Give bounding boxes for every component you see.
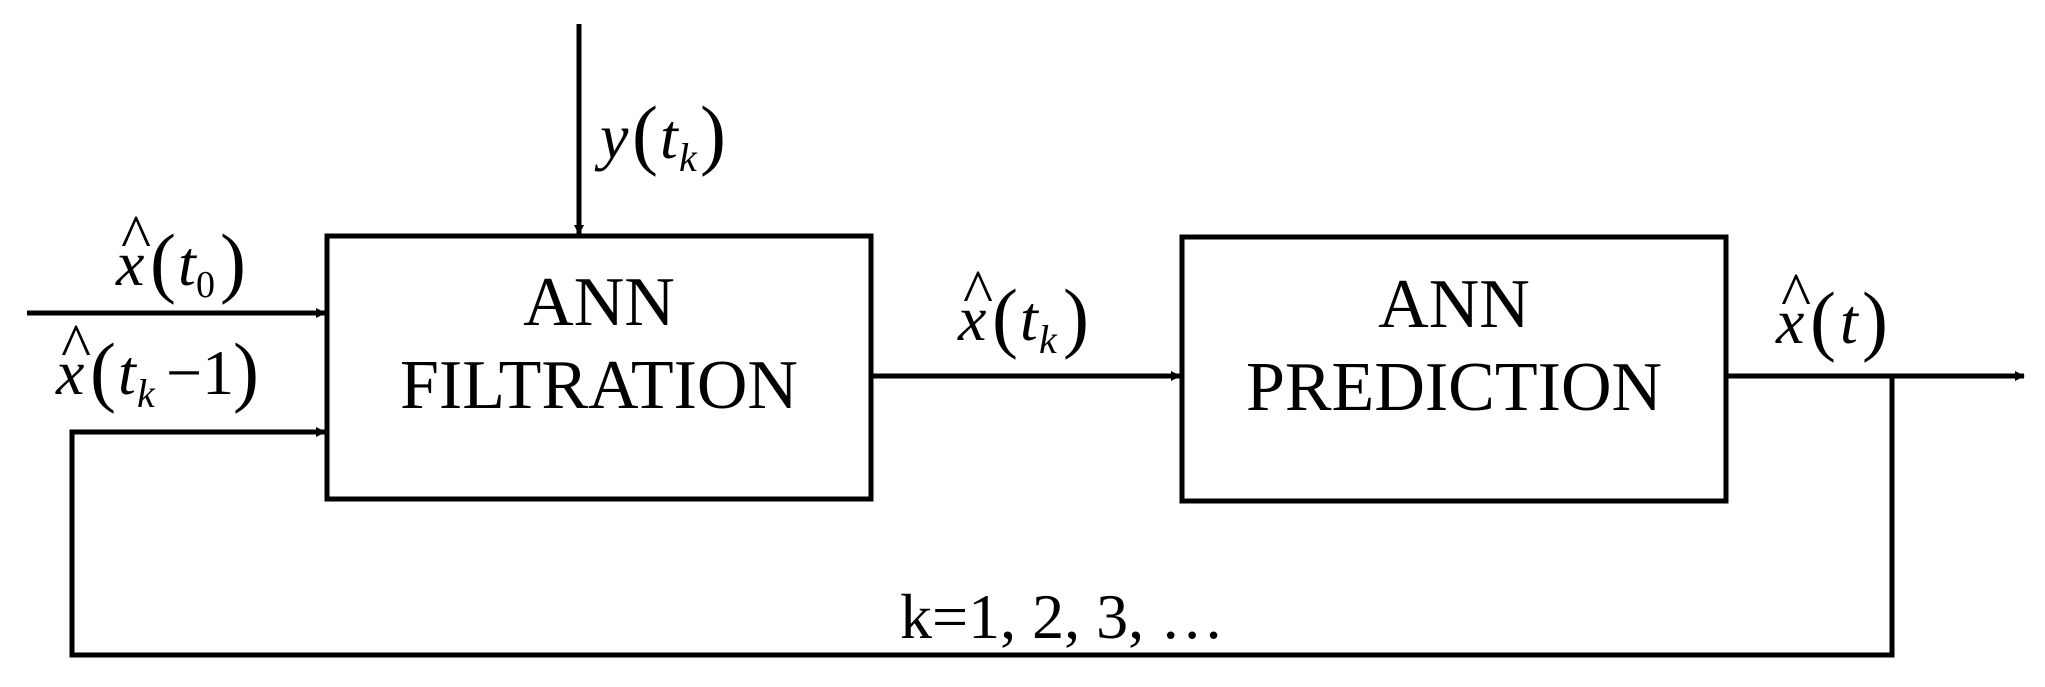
filtered-estimate-base: x bbox=[957, 283, 986, 354]
initial-estimate-label: x ^ ( t 0 ) bbox=[115, 201, 246, 306]
measurement-open-paren: ( bbox=[632, 90, 658, 177]
measurement-base: y bbox=[594, 101, 629, 172]
previous-estimate-base: x bbox=[55, 337, 84, 408]
previous-estimate-t: t bbox=[118, 337, 138, 408]
filtered-estimate-hat: ^ bbox=[963, 256, 993, 327]
initial-estimate-close-paren: ) bbox=[220, 218, 246, 305]
output-hat: ^ bbox=[1781, 259, 1811, 330]
previous-estimate-close-paren: ) bbox=[233, 327, 259, 414]
initial-estimate-open-paren: ( bbox=[150, 218, 176, 305]
ann-filtration-line2: FILTRATION bbox=[400, 347, 798, 424]
measurement-label: y ( t k ) bbox=[594, 90, 726, 180]
previous-estimate-sub: k bbox=[137, 371, 156, 416]
output-open-paren: ( bbox=[1810, 276, 1836, 363]
initial-estimate-t: t bbox=[178, 228, 198, 299]
filtered-estimate-close-paren: ) bbox=[1063, 273, 1089, 360]
previous-estimate-hat: ^ bbox=[61, 310, 91, 381]
ann-filtration-line1: ANN bbox=[523, 264, 675, 341]
initial-estimate-base: x bbox=[115, 228, 144, 299]
filtered-estimate-open-paren: ( bbox=[992, 273, 1018, 360]
output-label: x ^ ( t ) bbox=[1775, 259, 1888, 363]
output-base: x bbox=[1775, 286, 1804, 357]
filtered-estimate-t: t bbox=[1020, 283, 1040, 354]
ann-prediction-block: ANN PREDICTION bbox=[1179, 234, 1729, 504]
measurement-close-paren: ) bbox=[700, 90, 726, 177]
previous-estimate-open-paren: ( bbox=[90, 327, 116, 414]
previous-estimate-offset: −1 bbox=[166, 337, 234, 408]
filtered-estimate-label: x ^ ( t k ) bbox=[957, 256, 1089, 362]
measurement-sub: k bbox=[679, 135, 698, 180]
ann-prediction-line1: ANN bbox=[1378, 266, 1530, 343]
output-close-paren: ) bbox=[1862, 276, 1888, 363]
initial-estimate-sub: 0 bbox=[196, 264, 215, 306]
output-var: t bbox=[1840, 286, 1860, 357]
ann-prediction-line2: PREDICTION bbox=[1246, 349, 1662, 426]
measurement-t: t bbox=[660, 101, 680, 172]
initial-estimate-hat: ^ bbox=[121, 201, 151, 272]
filtered-estimate-sub: k bbox=[1039, 317, 1058, 362]
previous-estimate-label: x ^ ( t k −1 ) bbox=[55, 310, 259, 416]
feedback-loop-line bbox=[69, 376, 1895, 658]
iteration-label: k=1, 2, 3, … bbox=[900, 581, 1224, 652]
ann-filtration-block: ANN FILTRATION bbox=[324, 233, 874, 502]
connectors bbox=[27, 24, 2025, 658]
